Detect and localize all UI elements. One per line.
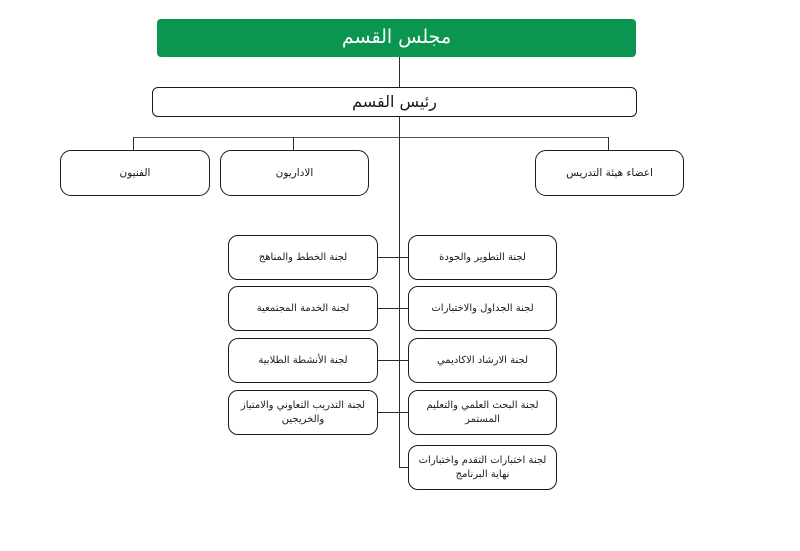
node-committee-plans-curricula[interactable]: لجنة الخطط والمناهج xyxy=(228,235,378,280)
connector-stub-right-3 xyxy=(399,360,409,362)
node-committee-development-quality[interactable]: لجنة التطوير والجودة xyxy=(408,235,557,280)
node-label: لجنة الخدمة المجتمعية xyxy=(256,302,350,314)
node-committee-academic-advising[interactable]: لجنة الارشاد الاكاديمي xyxy=(408,338,557,383)
node-label: لجنة الجداول والاختبارات xyxy=(431,302,534,314)
node-committee-student-activities[interactable]: لجنة الأنشطة الطلابية xyxy=(228,338,378,383)
node-department-head[interactable]: رئيس القسم xyxy=(152,87,637,117)
node-committee-progress-and-exit-exams[interactable]: لجنة اختبارات التقدم واختبارات نهاية الب… xyxy=(408,445,557,490)
node-label: لجنة التدريب التعاوني والامتياز والخريجي… xyxy=(240,400,366,425)
node-committee-coop-training-graduates[interactable]: لجنة التدريب التعاوني والامتياز والخريجي… xyxy=(228,390,378,435)
node-label: لجنة البحث العلمي والتعليم المستمر xyxy=(426,400,539,425)
connector-root-to-head xyxy=(399,57,401,91)
node-label: مجلس القسم xyxy=(341,26,452,49)
connector-stub-left-4 xyxy=(378,412,400,414)
connector-drop-technicians xyxy=(133,137,135,151)
node-label: لجنة اختبارات التقدم واختبارات نهاية الب… xyxy=(418,455,547,480)
connector-drop-faculty xyxy=(608,137,610,151)
node-label: اعضاء هيئة التدريس xyxy=(566,166,653,179)
node-faculty-members[interactable]: اعضاء هيئة التدريس xyxy=(535,150,684,196)
node-label: لجنة التطوير والجودة xyxy=(439,251,526,263)
connector-stub-right-1 xyxy=(399,257,409,259)
connector-stub-right-2 xyxy=(399,308,409,310)
node-technicians[interactable]: الفنيون xyxy=(60,150,210,196)
connector-stub-left-2 xyxy=(378,308,400,310)
node-label: لجنة الارشاد الاكاديمي xyxy=(436,354,529,366)
node-label: رئيس القسم xyxy=(352,92,437,112)
connector-staff-bus xyxy=(133,137,609,139)
connector-stub-left-3 xyxy=(378,360,400,362)
connector-stub-right-5 xyxy=(399,467,409,469)
node-department-council[interactable]: مجلس القسم xyxy=(157,19,636,57)
node-committee-community-service[interactable]: لجنة الخدمة المجتمعية xyxy=(228,286,378,331)
node-label: الاداريون xyxy=(275,166,314,179)
connector-committee-spine xyxy=(399,137,401,468)
node-label: الفنيون xyxy=(119,166,151,179)
connector-drop-administrators xyxy=(293,137,295,151)
connector-stub-left-1 xyxy=(378,257,400,259)
node-committee-research-continuing-education[interactable]: لجنة البحث العلمي والتعليم المستمر xyxy=(408,390,557,435)
node-label: لجنة الأنشطة الطلابية xyxy=(258,354,348,366)
node-administrators[interactable]: الاداريون xyxy=(220,150,369,196)
connector-stub-right-4 xyxy=(399,412,409,414)
connector-head-down xyxy=(399,116,401,138)
node-label: لجنة الخطط والمناهج xyxy=(258,251,348,263)
node-committee-schedules-exams[interactable]: لجنة الجداول والاختبارات xyxy=(408,286,557,331)
